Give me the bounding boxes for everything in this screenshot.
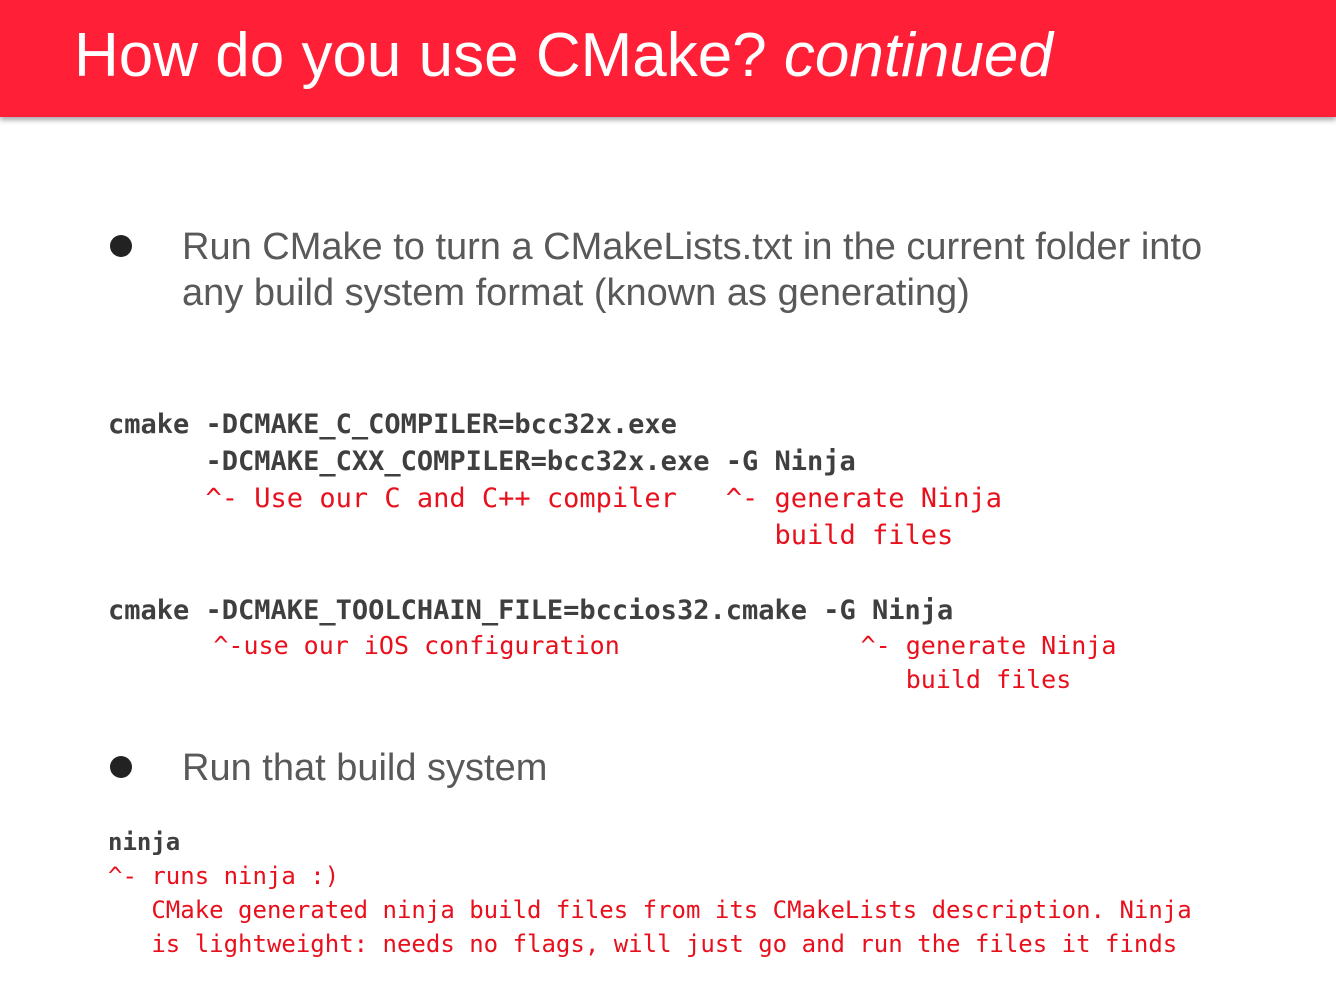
slide-title-main: How do you use CMake? [74,21,767,90]
code-comment: build files [108,520,954,551]
code-comment: ^- runs ninja :) [108,862,340,890]
bullet-dot-icon [110,756,132,778]
code-line: cmake -DCMAKE_C_COMPILER=bcc32x.exe [108,409,677,440]
code-comment: build files [108,665,1072,694]
bullet-dot-icon [110,235,132,257]
title-bar: How do you use CMake? continued [0,0,1336,117]
code-line: cmake -DCMAKE_TOOLCHAIN_FILE=bccios32.cm… [108,595,954,626]
code-comment: ^- Use our C and C++ compiler ^- generat… [108,483,1003,514]
code-comment: CMake generated ninja build files from i… [108,896,1192,924]
code-line: ninja [108,828,181,856]
slide-title-italic: continued [783,21,1053,90]
code-comment: is lightweight: needs no flags, will jus… [108,930,1178,958]
code-comment: ^-use our iOS configuration ^- generate … [108,631,1117,660]
slide-title: How do you use CMake? continued [74,18,1053,94]
bullet-text-line: any build system format (known as genera… [182,272,970,314]
bullet-text-line: Run CMake to turn a CMakeLists.txt in th… [182,226,1203,268]
bullet-text-line: Run that build system [182,747,548,789]
code-line: -DCMAKE_CXX_COMPILER=bcc32x.exe -G Ninja [108,446,856,477]
